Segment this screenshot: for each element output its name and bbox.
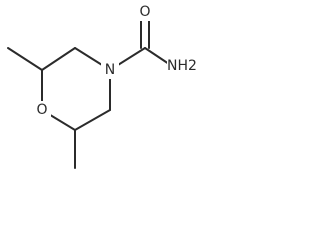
atom-o-ring: O — [36, 102, 47, 118]
o-carbonyl-bg — [136, 3, 154, 21]
atom-nh2: NH2 — [167, 58, 197, 74]
n-ring-bg — [101, 61, 119, 79]
atoms: O NH2 N O — [33, 3, 197, 119]
atom-o-carbonyl: O — [139, 4, 150, 20]
atom-n-ring: N — [105, 62, 115, 78]
bond-c3-c2 — [41, 47, 76, 71]
molecule-diagram: O NH2 N O — [0, 0, 200, 172]
nh2-bg — [167, 57, 197, 75]
o-ring-bg — [33, 101, 51, 119]
bond-c6-c5 — [74, 109, 111, 131]
bonds — [7, 11, 173, 169]
structure-svg: O NH2 N O — [7, 3, 197, 169]
bond-c2-methyl — [7, 47, 43, 71]
